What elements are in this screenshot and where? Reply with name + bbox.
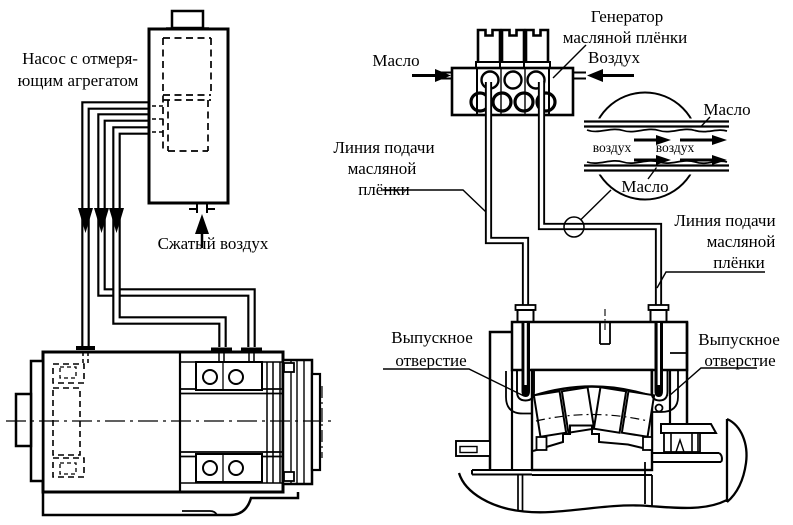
- oil-inlet-arrow-icon: [435, 69, 451, 82]
- inset-oil-top-label: Масло: [703, 100, 750, 119]
- outlet-right-label-line2: отверстие: [704, 351, 775, 370]
- generator-label-line2: масляной плёнки: [563, 28, 688, 47]
- outlet-left-label-line1: Выпускное: [391, 328, 473, 347]
- air-inlet-label: Воздух: [588, 48, 640, 67]
- pump-drawing: [147, 9, 230, 248]
- spindle-head-drawing: [6, 346, 332, 517]
- pump-cap: [170, 9, 205, 30]
- supply-left-label-line3: плёнки: [358, 180, 410, 199]
- flow-arrow-down-icon: [94, 208, 109, 233]
- oil-inlet-label: Масло: [372, 51, 419, 70]
- roller: [592, 386, 628, 434]
- pump-label-line2: ющим агрегатом: [18, 71, 139, 90]
- leader-lines: [383, 44, 765, 397]
- pump-port-dashes: [152, 105, 164, 133]
- air-arrow-up-icon: [195, 214, 209, 234]
- inset-air-left-label: воздух: [593, 140, 632, 155]
- inset-air-right-label: воздух: [656, 140, 695, 155]
- airflow-arrow-icon: [712, 135, 727, 145]
- text-labels: Насос с отмеря- ющим агрегатом Сжатый во…: [18, 7, 780, 370]
- oil-film-wave-top: [586, 128, 728, 133]
- break-line-wavy: [457, 472, 728, 514]
- roller: [560, 386, 596, 434]
- generator-label-line1: Генератор: [591, 7, 664, 26]
- bearing-housing-drawing: [455, 309, 748, 514]
- roller: [620, 390, 656, 438]
- supply-right-label-line2: масляной: [707, 232, 776, 251]
- flow-arrow-down-icon: [78, 208, 93, 233]
- outlet-left-label-line2: отверстие: [395, 351, 466, 370]
- roller: [532, 390, 568, 438]
- detail-callout-circle: [563, 216, 585, 238]
- supply-left-label-line1: Линия подачи: [333, 138, 434, 157]
- tube-detail-inset: [584, 91, 730, 201]
- pipe-a-internal-dashed: [82, 352, 89, 364]
- air-inlet-arrow-icon: [587, 69, 603, 82]
- flow-arrow-down-icon: [109, 208, 124, 233]
- shaft-break-curve: [726, 417, 748, 503]
- inset-oil-bottom-label: Масло: [621, 177, 668, 196]
- air-inlet-stub: [189, 203, 215, 213]
- airflow-arrow-icon: [712, 155, 727, 165]
- supply-right-label-line1: Линия подачи: [674, 211, 775, 230]
- pump-tank: [147, 27, 230, 205]
- supply-left-label-line2: масляной: [348, 159, 417, 178]
- outlet-hole-left: [516, 371, 535, 402]
- compressed-air-label: Сжатый воздух: [158, 234, 269, 253]
- oil-film-supply-tubes: [484, 82, 670, 323]
- airflow-arrow-icon: [656, 135, 671, 145]
- airflow-arrow-icon: [656, 155, 671, 165]
- pump-supply-pipes: [78, 101, 256, 347]
- pump-label-line1: Насос с отмеря-: [22, 49, 138, 68]
- outlet-hole-right: [650, 371, 669, 402]
- supply-right-label-line3: плёнки: [713, 253, 765, 272]
- outlet-right-label-line1: Выпускное: [698, 330, 780, 349]
- labyrinth-seal: [663, 432, 701, 453]
